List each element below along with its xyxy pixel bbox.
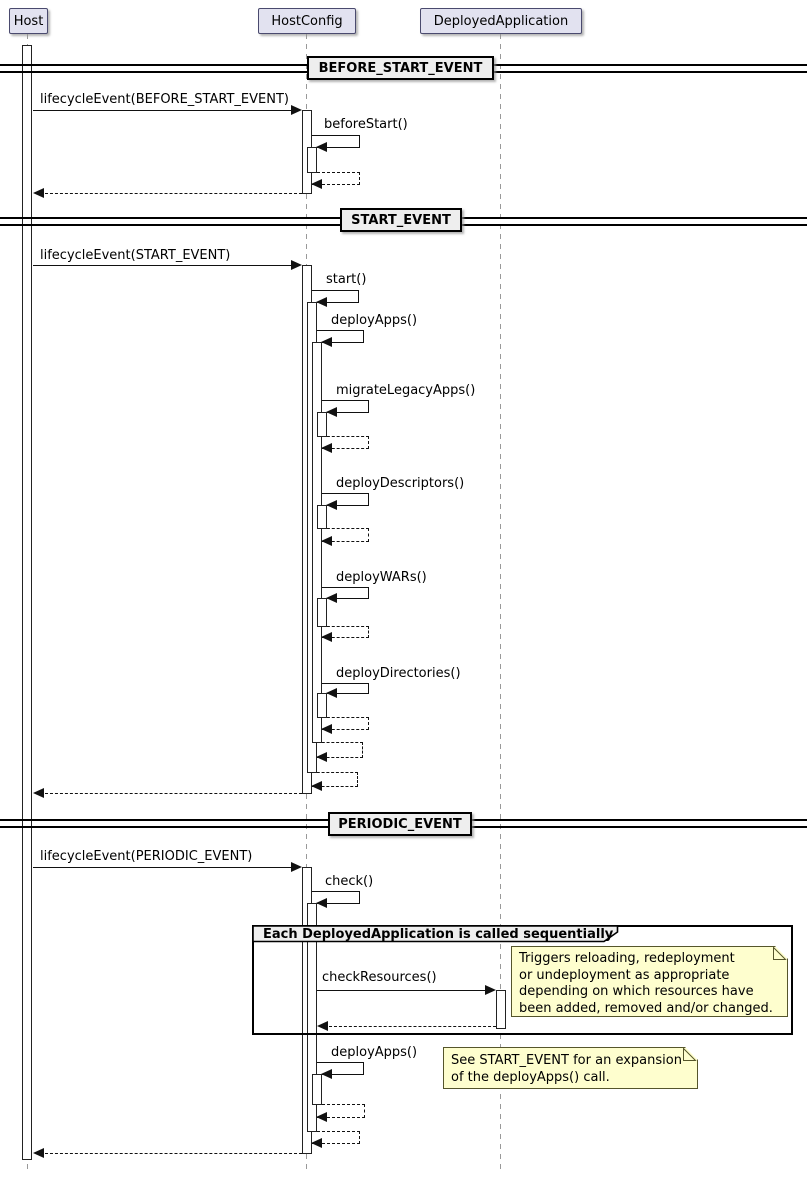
- note-deploy-apps: See START_EVENT for an expansion of the …: [443, 1047, 698, 1089]
- note-fold-icon: [683, 1048, 697, 1062]
- activation-bar: [317, 598, 327, 627]
- arrowhead: [321, 632, 332, 642]
- activation-bar: [317, 412, 327, 437]
- participant-deployedapplication: DeployedApplication: [420, 8, 582, 34]
- message-line-check-resources: [317, 990, 485, 991]
- note-line: been added, removed and/or changed.: [519, 1000, 773, 1016]
- selfreturn-start: [311, 772, 358, 791]
- note-line: of the deployApps() call.: [451, 1070, 610, 1085]
- message-line-lifecycle-before: [33, 110, 291, 111]
- selfcall-start: [312, 290, 359, 307]
- return-line-lifecycle-before: [45, 193, 302, 194]
- message-label-deploy-directories: deployDirectories(): [336, 666, 461, 681]
- activation-bar: [317, 505, 327, 529]
- activation-bar: [307, 147, 317, 173]
- message-label-start: start(): [326, 272, 367, 287]
- arrowhead: [33, 188, 44, 198]
- participant-hostconfig: HostConfig: [258, 8, 356, 34]
- selfreturn-periodic-deploy-apps: [316, 1104, 365, 1122]
- arrowhead: [33, 1148, 44, 1158]
- message-label-lifecycle-periodic: lifecycleEvent(PERIODIC_EVENT): [40, 849, 253, 864]
- activation-bar-deployedapplication: [496, 990, 506, 1029]
- message-label-lifecycle-start: lifecycleEvent(START_EVENT): [40, 248, 231, 263]
- arrowhead: [321, 1069, 332, 1079]
- selfreturn-deploy-directories: [321, 717, 369, 734]
- arrowhead: [485, 985, 496, 995]
- activation-bar: [317, 693, 327, 718]
- arrowhead: [291, 260, 302, 270]
- message-label-deploy-descriptors: deployDescriptors(): [336, 476, 465, 491]
- arrowhead: [321, 337, 332, 347]
- arrowhead: [33, 788, 44, 798]
- selfcall-deploy-descriptors: [322, 493, 369, 510]
- selfcall-deploy-wars: [322, 587, 369, 603]
- activation-bar: [307, 903, 317, 1132]
- selfcall-deploy-directories: [322, 683, 369, 698]
- arrowhead: [311, 781, 322, 791]
- message-line-lifecycle-periodic: [33, 867, 291, 868]
- message-label-before-start: beforeStart(): [324, 117, 408, 132]
- participant-host: Host: [9, 8, 48, 34]
- arrowhead: [316, 142, 327, 152]
- arrowhead: [311, 1138, 322, 1148]
- note-line: Triggers reloading, redeployment: [519, 951, 735, 966]
- arrowhead: [311, 179, 322, 189]
- arrowhead: [291, 105, 302, 115]
- selfreturn-migrate-legacy-apps: [321, 436, 369, 453]
- return-line-lifecycle-periodic: [45, 1153, 302, 1154]
- return-line-check-resources: [329, 1026, 496, 1027]
- activation-bar: [312, 342, 322, 743]
- arrowhead: [317, 1021, 328, 1031]
- note-line: See START_EVENT for an expansion: [451, 1053, 682, 1068]
- arrowhead: [316, 297, 327, 307]
- note-line: depending on which resources have: [519, 984, 754, 999]
- message-label-deploy-wars: deployWARs(): [336, 570, 427, 585]
- message-label-check-resources: checkResources(): [322, 970, 437, 985]
- message-label-periodic-deploy-apps: deployApps(): [331, 1045, 418, 1060]
- arrowhead: [326, 500, 337, 510]
- arrowhead: [321, 724, 332, 734]
- lifeline-deployedapplication: [500, 34, 501, 1174]
- arrowhead: [326, 407, 337, 417]
- selfcall-check: [312, 891, 360, 908]
- arrowhead: [326, 688, 337, 698]
- arrowhead: [291, 862, 302, 872]
- arrowhead: [326, 593, 337, 603]
- note-check-resources: Triggers reloading, redeployment or unde…: [511, 946, 788, 1017]
- message-label-lifecycle-before: lifecycleEvent(BEFORE_START_EVENT): [40, 92, 289, 107]
- selfcall-before-start: [312, 135, 360, 152]
- message-label-deploy-apps: deployApps(): [331, 313, 418, 328]
- selfreturn-check: [311, 1131, 360, 1148]
- arrowhead: [316, 898, 327, 908]
- group-label: Each DeployedApplication is called seque…: [263, 927, 614, 942]
- arrowhead: [316, 1112, 327, 1122]
- arrowhead: [316, 752, 327, 762]
- return-line-lifecycle-start: [45, 793, 302, 794]
- selfcall-periodic-deploy-apps: [317, 1062, 364, 1079]
- activation-bar-host: [22, 45, 32, 1160]
- arrowhead: [321, 443, 332, 453]
- selfreturn-deploy-wars: [321, 626, 369, 642]
- divider-start-event: START_EVENT: [340, 208, 462, 232]
- message-label-migrate-legacy-apps: migrateLegacyApps(): [336, 383, 476, 398]
- divider-periodic-event: PERIODIC_EVENT: [328, 812, 472, 836]
- selfcall-migrate-legacy-apps: [322, 400, 369, 417]
- selfcall-deploy-apps: [317, 330, 364, 347]
- message-label-check: check(): [325, 874, 374, 889]
- selfreturn-deploy-apps: [316, 742, 363, 762]
- activation-bar: [312, 1074, 322, 1105]
- divider-before-start-event: BEFORE_START_EVENT: [307, 56, 494, 80]
- selfreturn-deploy-descriptors: [321, 528, 369, 546]
- selfreturn-before-start: [311, 172, 360, 189]
- note-fold-icon: [773, 947, 787, 961]
- note-line: or undeployment as appropriate: [519, 967, 730, 983]
- group-header-shape: [252, 925, 619, 943]
- message-line-lifecycle-start: [33, 265, 291, 266]
- arrowhead: [321, 536, 332, 546]
